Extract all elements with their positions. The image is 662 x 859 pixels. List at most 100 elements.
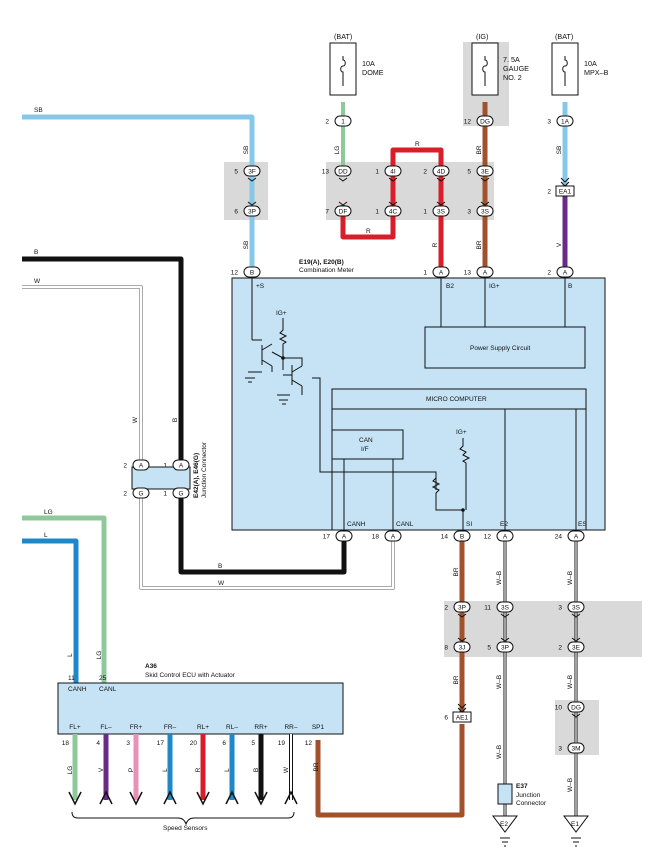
- connector-badge-shape: [567, 530, 585, 542]
- ecu-wire-color-label: L: [224, 768, 231, 772]
- connector-badge-shape: [243, 205, 261, 217]
- connector-label: 1: [341, 118, 345, 125]
- fuse-mpx-rating: 10A: [584, 59, 597, 68]
- wire-color-label: BR: [476, 240, 483, 249]
- can-lines: [343, 459, 394, 530]
- label-l-left: L: [44, 532, 48, 539]
- wire-color-label: LG: [334, 146, 341, 155]
- chevron-down-icon: [388, 177, 398, 182]
- ground-e1-label: E1: [571, 821, 579, 828]
- ecu-wire-color-label: L: [162, 768, 169, 772]
- connector-badge: G2: [123, 487, 150, 499]
- connector-label: A: [503, 533, 508, 540]
- ecu-pin-group: FL+18LGFL–4VFR+3PFR–17LRL+20RRL–6LRR+5BR…: [62, 724, 325, 806]
- pin-number: 2: [123, 490, 127, 497]
- e37-junction-connector: [497, 783, 513, 805]
- micro-computer-label: MICRO COMPUTER: [426, 396, 487, 403]
- ecu-pin-label: RL–: [226, 724, 238, 731]
- connector-label: 3S: [437, 208, 446, 215]
- chevron-down-icon: [480, 201, 490, 206]
- pin-number: 11: [484, 604, 491, 611]
- connector-label: B: [250, 269, 254, 276]
- wire-color-label: W–B: [496, 745, 503, 759]
- connector-label: B: [460, 533, 464, 540]
- pin-number: 12: [231, 269, 239, 276]
- connector-label: 3S: [481, 208, 490, 215]
- junction-connector-box: [131, 466, 191, 490]
- fuse-gauge-name1: GAUGE: [503, 64, 529, 73]
- meter-pin-canh: CANH: [347, 521, 366, 528]
- pin-number: 6: [444, 714, 448, 721]
- fuse-gauge-rating: 7. 5A: [503, 55, 520, 64]
- ecu-can-num-11: 11: [68, 675, 75, 682]
- wire-b-black: [22, 256, 347, 575]
- ecu-pin-label: RL+: [197, 724, 209, 731]
- ecu-pin-number: 5: [251, 740, 255, 747]
- label-w-top: W: [34, 278, 41, 285]
- connector-label: EA1: [559, 188, 572, 195]
- connector-badge: 1A3: [547, 115, 574, 127]
- connector-label: G: [138, 490, 143, 497]
- connector-badge: 3P2: [444, 601, 471, 618]
- ecu-pin-number: 17: [157, 740, 165, 747]
- ecu-pin-label: FL–: [100, 724, 112, 731]
- connector-badge-shape: [243, 266, 261, 278]
- connector-badge-shape: [243, 165, 261, 177]
- meter-pin-ig: IG+: [489, 283, 500, 290]
- pin-number: 5: [487, 644, 491, 651]
- chevron-down-icon: [500, 613, 510, 618]
- connector-label: A: [563, 269, 568, 276]
- fuse-gauge-name2: NO. 2: [503, 73, 522, 82]
- ecu-pin-number: 18: [62, 740, 70, 747]
- connector-badge-shape: [453, 530, 471, 542]
- connector-badge: A12: [484, 530, 514, 542]
- connector-group-dd-3e: [326, 162, 494, 220]
- wire-color-label: W–B: [496, 571, 503, 585]
- connector-badge: 4D 2: [423, 165, 450, 182]
- ecu-pin-number: 4: [96, 740, 100, 747]
- wire-color-label: B: [172, 418, 179, 422]
- pin-number: 1: [423, 269, 427, 276]
- connector-label: 3E: [572, 644, 581, 651]
- meter-pin-es: ES: [578, 521, 587, 528]
- connector-badge-shape: [432, 266, 450, 278]
- connector-badge: 3S3: [467, 201, 494, 217]
- power-supply-label: Power Supply Circuit: [470, 345, 531, 352]
- meter-name: Combination Meter: [299, 267, 355, 274]
- wire-color-label: W–B: [567, 675, 574, 689]
- pin-number: 3: [558, 745, 562, 752]
- chevron-down-icon: [500, 637, 510, 642]
- connector-badge-shape: [334, 205, 352, 217]
- chevron-down-icon: [338, 177, 348, 182]
- connector-badge: 3E5: [467, 165, 494, 182]
- connector-label: DG: [571, 704, 581, 711]
- pin-number: 13: [464, 269, 472, 276]
- pin-number: 3: [558, 604, 562, 611]
- wire-lg-left: [22, 515, 107, 685]
- connector-badge-shape: [334, 115, 352, 127]
- pin-number: 2: [547, 269, 551, 276]
- wire-color-label: BR: [453, 675, 460, 684]
- wire-color-label: V: [556, 242, 563, 247]
- connector-badge-shape: [476, 115, 494, 127]
- ecu-pin-label: FL+: [69, 724, 81, 731]
- pin-number: 14: [441, 533, 449, 540]
- connector-badge-shape: [432, 205, 450, 217]
- ecu-wire-color-label: W: [283, 766, 290, 773]
- pin-number: 2: [423, 168, 427, 175]
- ecu-pin-label: RR+: [254, 724, 267, 731]
- ecu-pin-number: 6: [222, 740, 226, 747]
- pin-number: 10: [555, 704, 563, 711]
- ecu-wire-color-label: BR: [313, 762, 320, 771]
- pin-number: 5: [234, 168, 238, 175]
- connector-group-lower-3g: [532, 601, 642, 657]
- connector-badge: 3E2: [558, 637, 585, 653]
- fuse-dome-source: (BAT): [334, 32, 352, 41]
- ground-e2-icon: [492, 815, 518, 847]
- e37-id: E37: [516, 783, 528, 790]
- connector-label: 4D: [437, 168, 446, 175]
- connector-badge-shape: [132, 459, 150, 471]
